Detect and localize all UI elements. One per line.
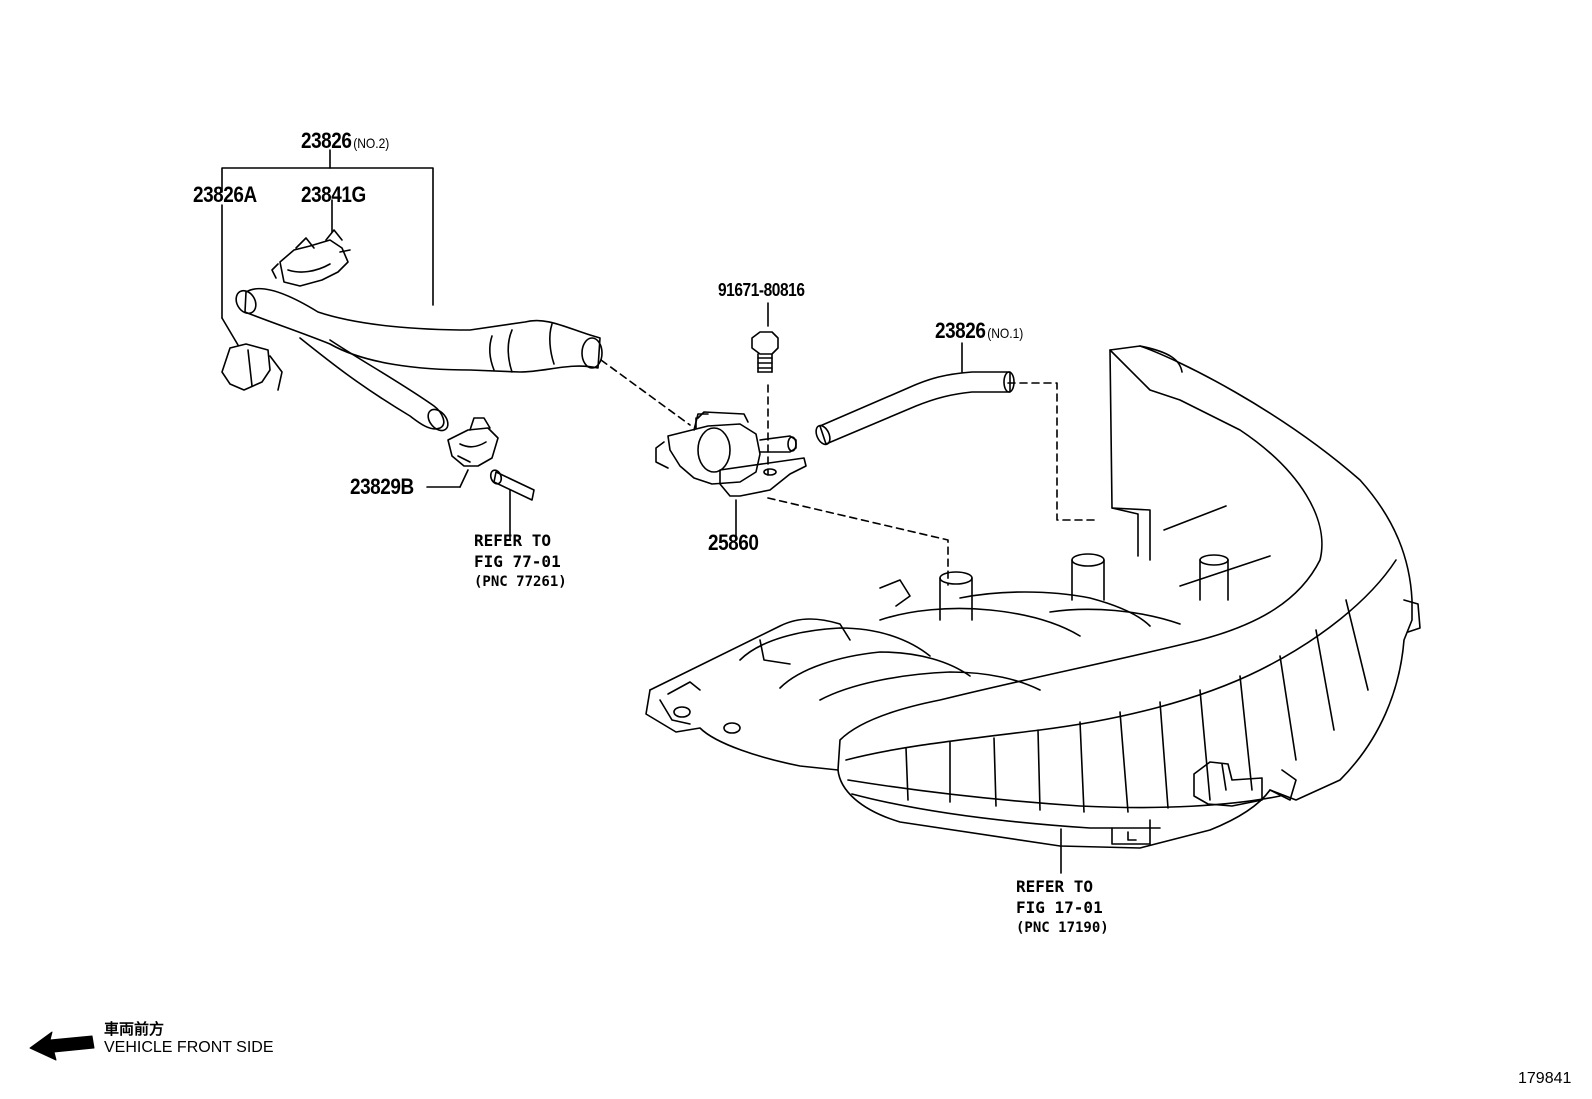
intake-manifold [645, 345, 1421, 849]
ref-line-3: (PNC 77261) [474, 574, 567, 590]
part-label-23826-no1: 23826(NO.1) [935, 318, 1023, 344]
hose-no2-assembly [221, 287, 603, 432]
hose-stub [489, 469, 535, 501]
figure-id: 179841 [1518, 1070, 1572, 1087]
bolt-91671 [751, 331, 779, 373]
direction-label-english: VEHICLE FRONT SIDE [104, 1039, 274, 1056]
part-number: 23841G [301, 182, 366, 207]
arrow-left-icon [29, 1031, 95, 1061]
part-number: 23826 [935, 318, 986, 343]
hose-no1 [815, 371, 1015, 446]
ref-line-3: (PNC 17190) [1016, 920, 1109, 936]
vsv-25860 [655, 411, 807, 497]
part-label-23841g: 23841G [301, 182, 366, 208]
leader-lines [221, 149, 1062, 874]
part-label-23826-no2: 23826(NO.2) [301, 128, 389, 154]
clamp-23829b [447, 417, 499, 467]
direction-label-japanese: 車両前方 [104, 1020, 165, 1038]
part-number: 23829B [350, 474, 414, 499]
part-label-23829b: 23829B [350, 474, 414, 500]
part-label-25860: 25860 [708, 530, 759, 556]
ref-line-1: REFER TO [474, 531, 552, 550]
part-number: 23826 [301, 128, 352, 153]
part-label-91671-80816: 91671-80816 [718, 280, 805, 301]
ref-line-1: REFER TO [1016, 877, 1094, 896]
part-number: 23826A [193, 182, 257, 207]
ref-line-2: FIG 17-01 [1016, 898, 1103, 917]
part-number: 91671-80816 [718, 280, 805, 300]
clamp-23841g [271, 229, 351, 287]
reference-intake-manifold: REFER TO FIG 17-01 (PNC 17190) [1016, 876, 1109, 939]
part-label-23826a: 23826A [193, 182, 257, 208]
part-suffix: (NO.2) [353, 135, 390, 151]
reference-brake-booster: REFER TO FIG 77-01 (PNC 77261) [474, 530, 567, 593]
dashed-connections [600, 359, 1099, 586]
part-suffix: (NO.1) [987, 325, 1024, 341]
ref-line-2: FIG 77-01 [474, 552, 561, 571]
part-number: 25860 [708, 530, 759, 555]
